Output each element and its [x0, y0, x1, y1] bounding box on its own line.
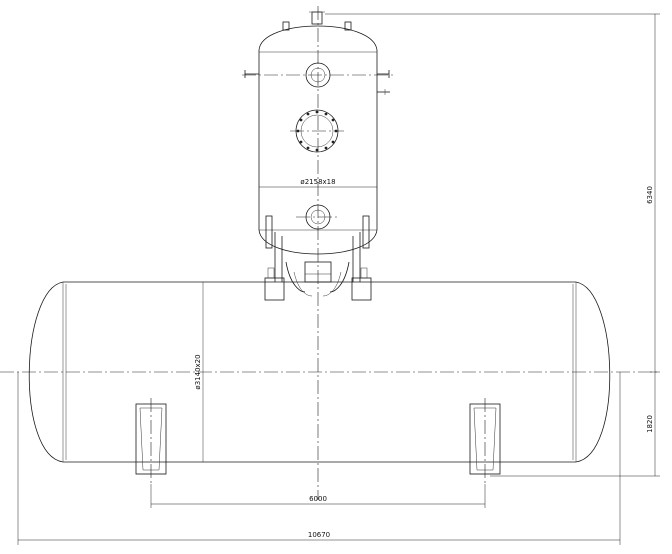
dim-axis-height: 1820 [646, 415, 654, 433]
dim-total-length: 10670 [308, 531, 330, 539]
dim-tank-diameter: ø3140x20 [194, 354, 202, 389]
column-supports [264, 232, 372, 301]
dim-column-diameter: ø2158x18 [300, 178, 335, 186]
dim-total-height: 6340 [646, 186, 654, 204]
vertical-column [244, 11, 390, 255]
dim-saddle-spacing: 6000 [309, 495, 327, 503]
dimensions [17, 13, 660, 545]
centre-lines [0, 6, 660, 500]
